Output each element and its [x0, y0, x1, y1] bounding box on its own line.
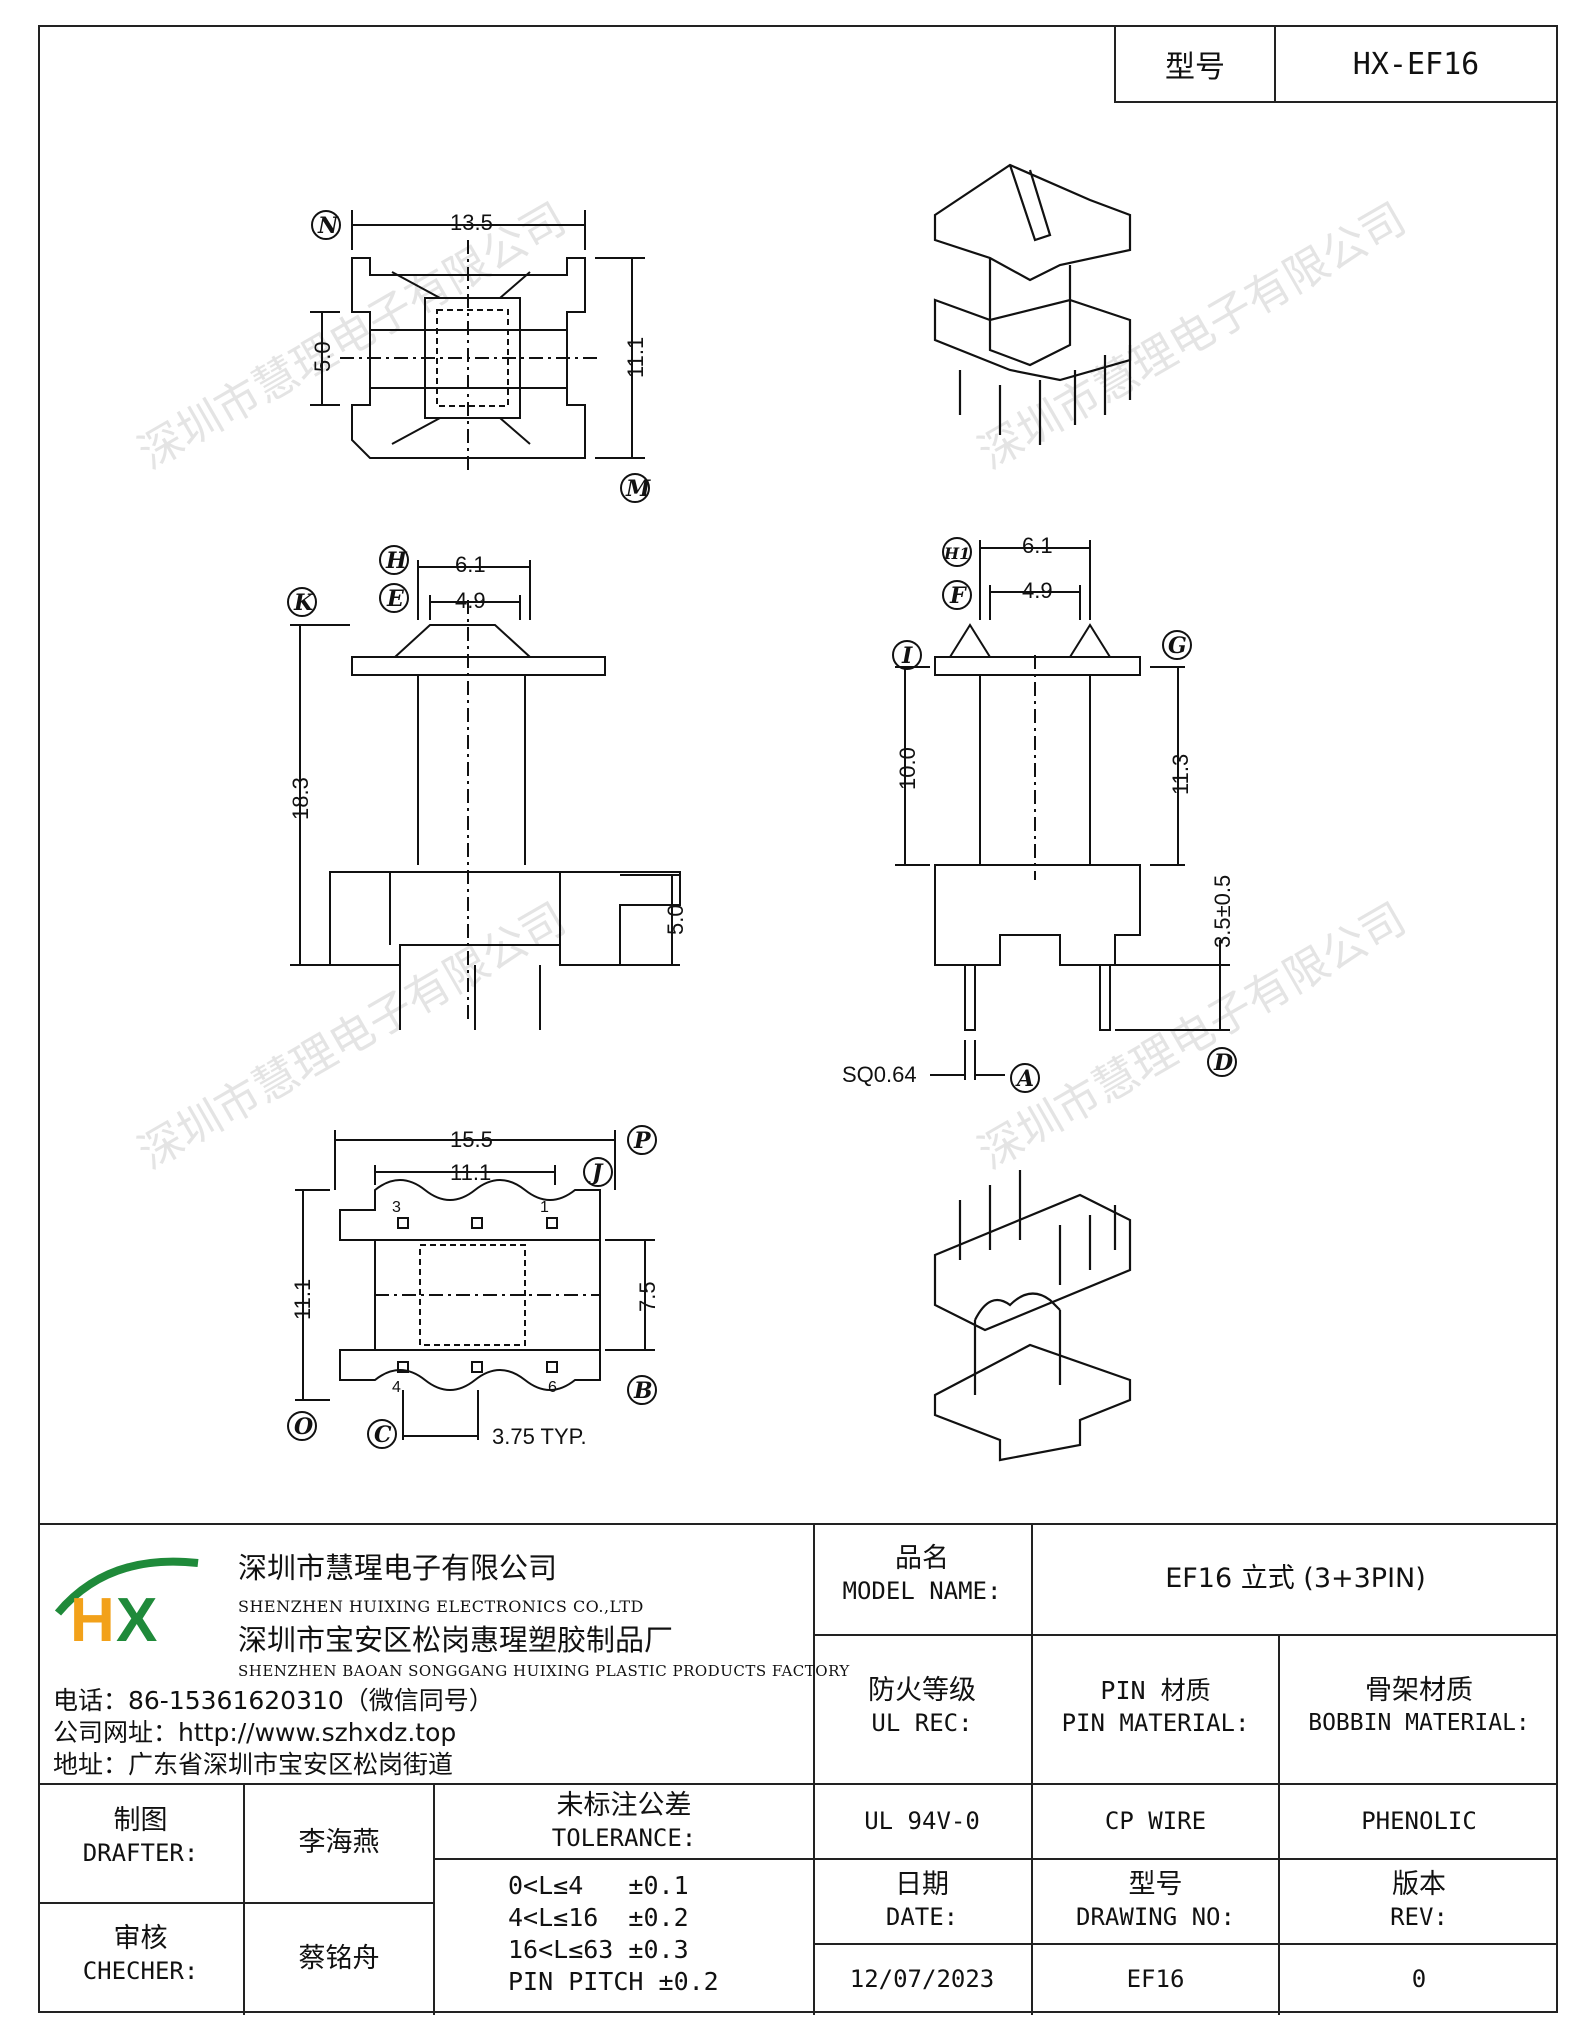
- bottom-width-dim: 15.5: [450, 1127, 493, 1152]
- model-name-value: EF16 立式 (3+3PIN): [1165, 1563, 1426, 1594]
- bobbin-material-en: BOBBIN MATERIAL:: [1308, 1710, 1530, 1736]
- tolerance-row: 4<L≤16 ±0.2: [508, 1903, 689, 1932]
- label-c: C: [374, 1422, 392, 1448]
- label-g: G: [1168, 633, 1187, 659]
- bottom-view: 15.5 11.1 11.1 7.5 3.75 TYP. 3 1 4 6 P J…: [287, 1125, 660, 1449]
- tolerance-row: 0<L≤4 ±0.1: [508, 1871, 689, 1900]
- checker-en: CHECHER:: [82, 1957, 199, 1985]
- tolerance-row: 16<L≤63 ±0.3: [508, 1935, 689, 1964]
- label-f: F: [949, 583, 967, 609]
- side-inner-dim: 4.9: [1022, 578, 1053, 603]
- label-h1: H1: [943, 544, 970, 563]
- model-name-cn: 品名: [895, 1543, 949, 1574]
- label-o: O: [294, 1414, 313, 1440]
- tolerance-title-cn: 未标注公差: [556, 1790, 692, 1821]
- drawing-no-en: DRAWING NO:: [1076, 1903, 1235, 1931]
- title-block: H X 深圳市慧瑆电子有限公司 SHENZHEN HUIXING ELECTRO…: [38, 1523, 1558, 2015]
- date-cn: 日期: [895, 1869, 949, 1900]
- label-m: M: [625, 476, 651, 502]
- pin-size-dim: SQ0.64: [842, 1062, 917, 1087]
- side-outer-dim: 6.1: [1022, 533, 1053, 558]
- label-j: J: [588, 1160, 604, 1186]
- drafter-name: 李海燕: [298, 1827, 380, 1858]
- model-label: 型号: [1116, 27, 1276, 101]
- date-en: DATE:: [885, 1903, 959, 1931]
- bottom-height-dim: 11.1: [290, 1279, 315, 1320]
- pin-material-value: CP WIRE: [1104, 1807, 1207, 1835]
- watermark: 深圳市慧理电子有限公司: [970, 893, 1415, 1179]
- rev-value: 0: [1411, 1965, 1427, 1993]
- label-n: N: [317, 213, 339, 239]
- top-height-dim: 11.1: [623, 337, 648, 378]
- label-i: I: [901, 643, 913, 669]
- bobbin-material-value: PHENOLIC: [1361, 1807, 1477, 1835]
- bottom-gap-dim: 7.5: [635, 1281, 660, 1312]
- bobbin-material-cn: 骨架材质: [1365, 1675, 1473, 1706]
- side-pin-dim: 3.5±0.5: [1210, 875, 1235, 948]
- tolerance-row: PIN PITCH ±0.2: [508, 1967, 719, 1996]
- pin-material-cn: PIN 材质: [1100, 1676, 1211, 1705]
- date-value: 12/07/2023: [849, 1965, 995, 1993]
- label-b: B: [633, 1378, 653, 1404]
- checker-cn: 审核: [113, 1923, 168, 1954]
- iso-view-top: [933, 163, 1132, 445]
- label-p: P: [633, 1128, 652, 1154]
- factory-cn-name: 深圳市宝安区松岗惠瑆塑胶制品厂: [238, 1623, 674, 1657]
- top-width-dim: 13.5: [450, 210, 493, 235]
- company-website: 公司网址：http://www.szhxdz.top: [53, 1718, 457, 1747]
- front-height-dim: 18.3: [288, 777, 313, 820]
- front-view: 6.1 4.9 18.3 5.0 H E K: [287, 545, 688, 1030]
- front-pin-dim: 5.0: [663, 904, 688, 935]
- drawing-frame: [38, 25, 1558, 2013]
- company-phone: 电话：86-15361620310（微信同号）: [53, 1686, 494, 1715]
- ul-rec-cn: 防火等级: [868, 1675, 976, 1706]
- pin-1-label: 1: [540, 1199, 549, 1216]
- top-inner-dim: 5.0: [310, 341, 335, 372]
- company-address: 地址：广东省深圳市宝安区松岗街道: [53, 1750, 454, 1779]
- company-cn-name: 深圳市慧瑆电子有限公司: [238, 1551, 558, 1585]
- factory-en-name: SHENZHEN BAOAN SONGGANG HUIXING PLASTIC …: [238, 1662, 850, 1680]
- ul-rec-value: UL 94V-0: [864, 1807, 980, 1835]
- technical-drawing: 深圳市慧理电子有限公司 深圳市慧理电子有限公司 深圳市慧理电子有限公司 深圳市慧…: [130, 163, 1415, 1462]
- label-d: D: [1213, 1050, 1233, 1076]
- checker-name: 蔡铭舟: [298, 1943, 380, 1974]
- logo-h: H: [70, 1586, 115, 1653]
- iso-view-bottom: [933, 1170, 1132, 1462]
- side-h1-dim: 10.0: [895, 747, 920, 790]
- model-header: 型号 HX-EF16: [1114, 25, 1558, 103]
- company-en-name: SHENZHEN HUIXING ELECTRONICS CO.,LTD: [238, 1597, 644, 1616]
- tolerance-title-en: TOLERANCE:: [551, 1824, 697, 1852]
- model-value: HX-EF16: [1352, 46, 1480, 82]
- model-name-en: MODEL NAME:: [842, 1577, 1002, 1605]
- ul-rec-en: UL REC:: [871, 1709, 973, 1737]
- front-inner-dim: 4.9: [455, 588, 486, 613]
- label-k: K: [293, 590, 314, 616]
- label-h: H: [385, 548, 408, 574]
- drafter-en: DRAFTER:: [82, 1839, 199, 1867]
- rev-en: REV:: [1390, 1903, 1448, 1931]
- top-view: 13.5 5.0 11.1 N M: [310, 210, 651, 503]
- pin-material-en: PIN MATERIAL:: [1061, 1709, 1250, 1737]
- drawing-no-value: EF16: [1126, 1965, 1185, 1993]
- company-logo: H X: [54, 1557, 199, 1653]
- drawing-no-cn: 型号: [1128, 1869, 1183, 1900]
- watermark: 深圳市慧理电子有限公司: [130, 893, 575, 1179]
- drafter-cn: 制图: [113, 1805, 168, 1836]
- side-h2-dim: 11.3: [1168, 754, 1193, 795]
- side-view: 6.1 4.9 10.0 11.3 3.5±0.5 SQ0.64 H1 F I …: [842, 533, 1237, 1093]
- rev-cn: 版本: [1392, 1869, 1446, 1900]
- front-outer-dim: 6.1: [455, 552, 486, 577]
- watermark: 深圳市慧理电子有限公司: [970, 193, 1415, 479]
- logo-x: X: [116, 1586, 157, 1653]
- pin-4-label: 4: [392, 1379, 401, 1396]
- logo-swoosh: [54, 1557, 199, 1616]
- bottom-inner-dim: 11.1: [450, 1160, 491, 1185]
- pin-3-label: 3: [392, 1199, 401, 1216]
- label-a: A: [1015, 1066, 1034, 1092]
- pin-6-label: 6: [548, 1379, 557, 1396]
- label-e: E: [386, 586, 405, 612]
- pitch-dim: 3.75 TYP.: [492, 1424, 587, 1449]
